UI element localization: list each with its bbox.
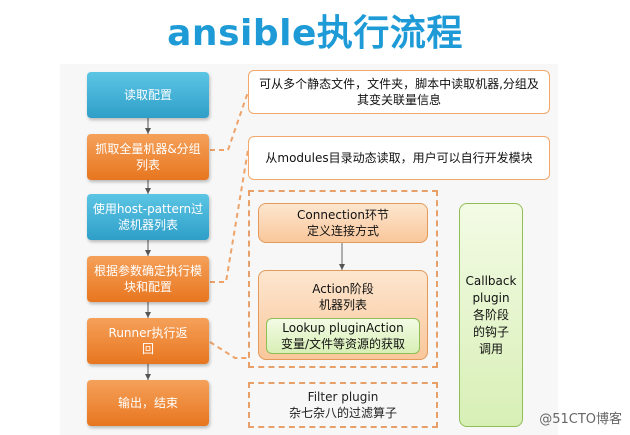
note-read-sources: 可从多个静态文件，文件夹，脚本中读取机器,分组及其变关联量信息 — [248, 70, 550, 114]
page-title: ansible执行流程 — [167, 13, 463, 54]
callout-runner — [209, 341, 250, 359]
flow-step-read-config: 读取配置 — [87, 72, 209, 118]
callback-line1: Callback — [465, 273, 517, 288]
runner-stage-frame — [248, 190, 438, 368]
connection-line2: 定义连接方式 — [306, 224, 379, 238]
flow-step-runner: Runner执行返回 — [87, 318, 209, 364]
flow-step-host-pattern: 使用host-pattern过滤机器列表 — [87, 194, 209, 240]
flow-step-output-end: 输出，结束 — [87, 380, 209, 426]
lookup-line1: Lookup pluginAction — [282, 321, 404, 335]
connection-box: Connection环节 定义连接方式 — [258, 203, 428, 243]
flow-step-determine-module: 根据参数确定执行模块和配置 — [87, 256, 209, 302]
callback-line3: 各阶段 — [472, 307, 509, 322]
lookup-plugin-box: Lookup pluginAction 变量/文件等资源的获取 — [266, 318, 420, 354]
callout-read-sources — [210, 91, 249, 151]
callback-line2: plugin — [472, 290, 510, 305]
action-line1: Action阶段 — [312, 282, 374, 296]
filter-plugin-box: Filter plugin 杂七杂八的过滤算子 — [250, 384, 436, 426]
callout-modules — [210, 149, 249, 283]
flow-step-fetch-machines: 抓取全量机器&分组列表 — [87, 134, 209, 180]
watermark: @51CTO博客 — [539, 412, 622, 427]
callback-line5: 调用 — [478, 341, 503, 356]
callback-line4: 的钩子 — [472, 324, 509, 339]
filter-line2: 杂七杂八的过滤算子 — [288, 406, 397, 420]
action-line2: 机器列表 — [318, 298, 367, 312]
filter-line1: Filter plugin — [307, 390, 379, 404]
connection-line1: Connection环节 — [297, 208, 389, 222]
note-modules: 从modules目录动态读取，用户可以自行开发模块 — [248, 136, 550, 180]
callback-plugin-box: Callback plugin 各阶段 的钩子 调用 — [459, 203, 523, 427]
filter-frame — [248, 382, 438, 428]
lookup-line2: 变量/文件等资源的获取 — [280, 337, 406, 351]
